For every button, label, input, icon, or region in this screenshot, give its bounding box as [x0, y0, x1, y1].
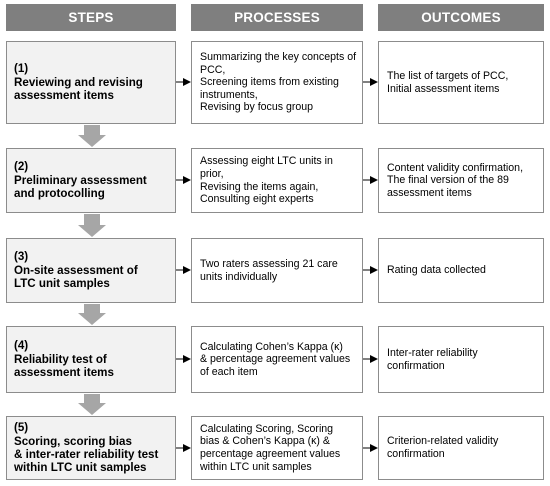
outcome-5-text: Criterion-related validity confirmation	[387, 435, 499, 460]
step-4-box: (4) Reliability test of assessment items	[6, 326, 176, 393]
step-1-box: (1) Reviewing and revising assessment it…	[6, 41, 176, 124]
header-steps: STEPS	[6, 4, 176, 31]
process-2-text: Assessing eight LTC units in prior, Revi…	[200, 155, 333, 206]
step-4-number: (4)	[14, 339, 29, 353]
step-3-box: (3) On-site assessment of LTC unit sampl…	[6, 238, 176, 303]
outcome-4-box: Inter-rater reliability confirmation	[378, 326, 544, 393]
down-arrow-1	[78, 125, 106, 147]
down-arrow-2	[78, 214, 106, 237]
step-2-number: (2)	[14, 160, 29, 174]
process-4-text: Calculating Cohen’s Kappa (κ) & percenta…	[200, 340, 351, 378]
step-2-box: (2) Preliminary assessment and protocoll…	[6, 148, 176, 213]
process-3-box: Two raters assessing 21 care units indiv…	[191, 238, 363, 303]
step-3-title: On-site assessment of LTC unit samples	[14, 263, 138, 291]
outcome-5-box: Criterion-related validity confirmation	[378, 416, 544, 480]
step-1-number: (1)	[14, 62, 29, 76]
down-arrow-4	[78, 394, 106, 415]
outcome-4-text: Inter-rater reliability confirmation	[387, 346, 478, 372]
outcome-3-text: Rating data collected	[387, 264, 486, 277]
outcome-2-box: Content validity confirmation, The final…	[378, 148, 544, 213]
down-arrow-3	[78, 304, 106, 325]
process-1-text: Summarizing the key concepts of PCC, Scr…	[200, 51, 357, 114]
outcome-3-box: Rating data collected	[378, 238, 544, 303]
process-1-box: Summarizing the key concepts of PCC, Scr…	[191, 41, 363, 124]
step-3-number: (3)	[14, 250, 29, 264]
process-5-box: Calculating Scoring, Scoring bias & Cohe…	[191, 416, 363, 480]
step-5-title: Scoring, scoring bias & inter-rater reli…	[14, 434, 159, 475]
process-2-box: Assessing eight LTC units in prior, Revi…	[191, 148, 363, 213]
outcome-1-box: The list of targets of PCC, Initial asse…	[378, 41, 544, 124]
process-5-text: Calculating Scoring, Scoring bias & Cohe…	[200, 422, 341, 473]
step-2-title: Preliminary assessment and protocolling	[14, 173, 147, 201]
step-5-box: (5) Scoring, scoring bias & inter-rater …	[6, 416, 176, 480]
process-3-text: Two raters assessing 21 care units indiv…	[200, 257, 338, 283]
process-4-box: Calculating Cohen’s Kappa (κ) & percenta…	[191, 326, 363, 393]
outcome-2-text: Content validity confirmation, The final…	[387, 161, 524, 199]
step-5-number: (5)	[14, 421, 29, 435]
outcome-1-text: The list of targets of PCC, Initial asse…	[387, 69, 509, 95]
header-processes: PROCESSES	[191, 4, 363, 31]
step-4-title: Reliability test of assessment items	[14, 352, 114, 380]
header-outcomes: OUTCOMES	[378, 4, 544, 31]
step-1-title: Reviewing and revising assessment items	[14, 75, 143, 103]
